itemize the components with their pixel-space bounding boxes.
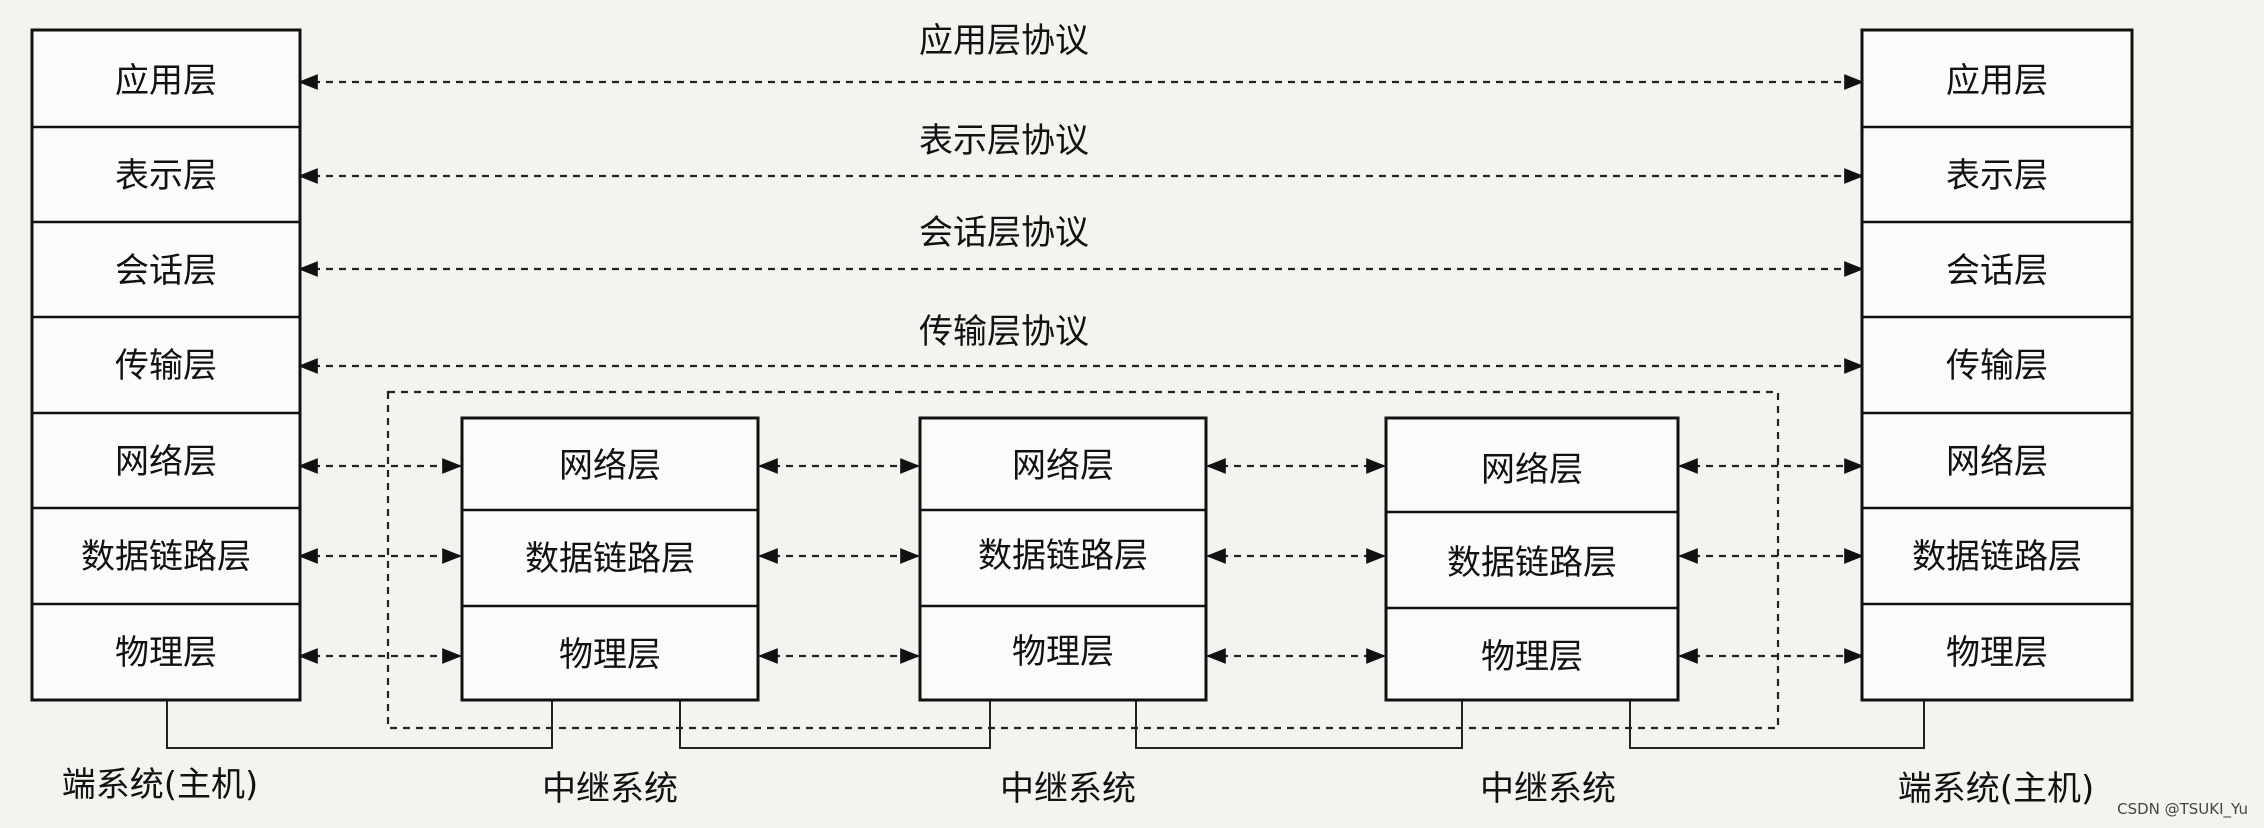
watermark: CSDN @TSUKI_Yu: [2117, 800, 2248, 818]
layer-label: 网络层: [1012, 446, 1114, 486]
layer-label: 数据链路层: [1912, 537, 2082, 577]
layer-label: 会话层: [115, 251, 217, 291]
relay-system-1: 网络层 数据链路层 物理层: [460, 416, 760, 702]
relay-system-label: 中继系统: [1000, 769, 1136, 809]
layer-label: 表示层: [115, 156, 217, 196]
layer-label: 数据链路层: [81, 537, 251, 577]
layer-label: 物理层: [1481, 637, 1583, 677]
physical-link: [166, 700, 553, 749]
layer-label: 网络层: [115, 442, 217, 482]
end-system-left: 应用层 表示层 会话层 传输层 网络层 数据链路层 物理层: [30, 28, 302, 702]
protocol-label: 会话层协议: [919, 213, 1089, 253]
protocol-label: 应用层协议: [919, 21, 1089, 61]
peer-arrows: [298, 458, 1864, 664]
layer-label: 传输层: [115, 346, 217, 386]
end-system-right: 应用层 表示层 会话层 传输层 网络层 数据链路层 物理层: [1860, 28, 2134, 702]
layer-label: 数据链路层: [1447, 543, 1617, 583]
relay-system-label: 中继系统: [542, 769, 678, 809]
relay-system-3: 网络层 数据链路层 物理层: [1384, 416, 1680, 702]
physical-link: [679, 700, 991, 749]
relay-system-2: 网络层 数据链路层 物理层: [918, 416, 1208, 702]
layer-label: 物理层: [1946, 633, 2048, 673]
protocol-arrows: [298, 74, 1864, 374]
protocol-labels: 应用层协议 表示层协议 会话层协议 传输层协议: [919, 21, 1089, 352]
layer-label: 应用层: [115, 61, 217, 101]
layer-label: 传输层: [1946, 346, 2048, 386]
protocol-label: 传输层协议: [919, 312, 1089, 352]
protocol-label: 表示层协议: [919, 121, 1089, 161]
physical-link: [1135, 700, 1463, 749]
layer-label: 数据链路层: [978, 536, 1148, 576]
layer-label: 物理层: [115, 633, 217, 673]
layer-label: 网络层: [1481, 450, 1583, 490]
end-system-label-right: 端系统(主机): [1898, 769, 2095, 809]
physical-links: [166, 700, 1925, 749]
layer-label: 应用层: [1946, 61, 2048, 101]
layer-label: 数据链路层: [525, 539, 695, 579]
layer-label: 物理层: [559, 635, 661, 675]
relay-region-outline: [386, 390, 1780, 730]
relay-system-label: 中继系统: [1480, 769, 1616, 809]
layer-label: 网络层: [559, 446, 661, 486]
layer-label: 会话层: [1946, 251, 2048, 291]
layer-label: 物理层: [1012, 632, 1114, 672]
layer-label: 网络层: [1946, 442, 2048, 482]
physical-link: [1629, 700, 1925, 749]
layer-label: 表示层: [1946, 156, 2048, 196]
end-system-label-left: 端系统(主机): [62, 765, 259, 805]
